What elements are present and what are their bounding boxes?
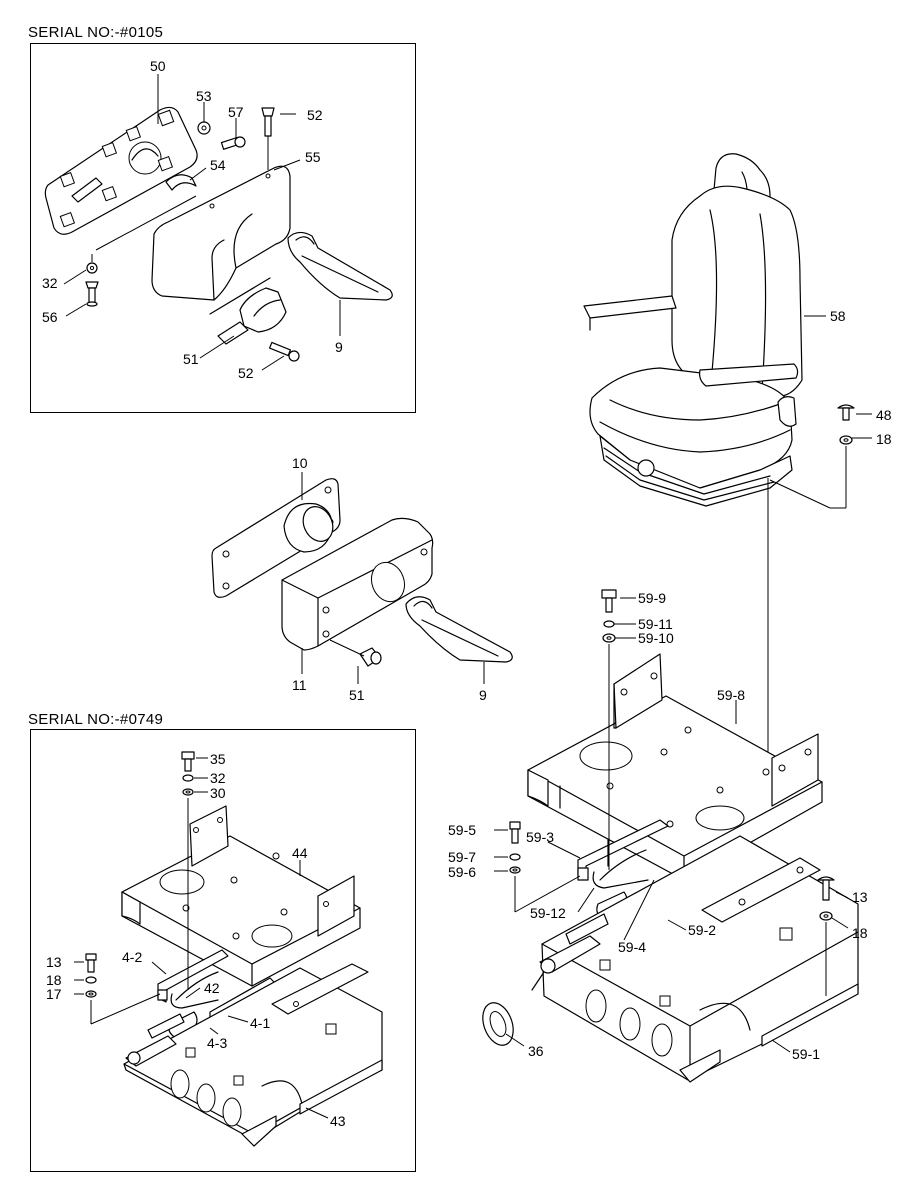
callout-30: 30 [210,785,226,801]
callout-13-left: 13 [46,954,62,970]
callout-59-3: 59-3 [526,829,554,845]
callout-11: 11 [292,677,307,693]
part-bottom-latch [125,1013,185,1067]
serial-label-bottom: SERIAL NO:-#0749 [28,711,164,728]
callout-9-middle: 9 [479,687,487,703]
callout-58: 58 [830,308,846,324]
part-59-11-washer [603,620,615,628]
callout-18-left: 18 [46,972,62,988]
callout-51-top: 51 [183,351,199,367]
callout-59-9: 59-9 [638,590,666,606]
part-59-10-nut [602,633,616,643]
callout-17: 17 [46,986,62,1002]
part-56-bolt [85,281,99,307]
part-59-3-slide-rail [577,819,669,881]
inset-frame-bottom [30,729,416,1172]
callout-4-1: 4-1 [250,1015,270,1031]
callout-10: 10 [292,455,308,471]
part-30-washer [182,788,194,796]
callout-42: 42 [204,980,220,996]
callout-36: 36 [528,1043,544,1059]
callout-59-10: 59-10 [638,630,674,646]
part-18-washer-seat [839,435,853,445]
callout-59-12: 59-12 [530,905,566,921]
callout-59-4: 59-4 [618,939,646,955]
callout-59-7: 59-7 [448,849,476,865]
callout-53: 53 [196,88,212,104]
part-32-washer-bottom [182,774,194,782]
part-59-6-washer [509,866,521,874]
leaders-base-right [494,597,849,1053]
part-59-5-bolt [509,821,521,844]
part-9-lever-top [287,231,393,301]
callout-59-6: 59-6 [448,864,476,880]
callout-32-top: 32 [42,275,58,291]
callout-52-top: 52 [307,107,323,123]
part-10-plate [211,478,341,598]
callout-51-middle: 51 [349,687,365,703]
callout-59-8: 59-8 [717,687,745,703]
part-54-switch-knob [165,174,197,191]
callout-48: 48 [876,407,892,423]
part-lock-latch [531,913,609,991]
callout-18-right: 18 [852,925,868,941]
callout-57: 57 [228,104,244,120]
part-52-screw-top [261,107,275,137]
callout-32-bottom: 32 [210,770,226,786]
part-48-bolt [837,404,855,421]
leaders-seat [767,315,872,770]
callout-4-2: 4-2 [122,949,142,965]
part-18-washer-right [819,911,833,921]
callout-59-11: 59-11 [638,616,673,632]
inset-frame-top [30,43,416,413]
part-13-bolt-right [817,876,835,901]
part-59-9-bolt [601,589,617,613]
part-59-8-top-plate [527,653,823,881]
callout-55: 55 [305,149,321,165]
part-51-nut-middle [359,647,382,667]
callout-50: 50 [150,58,166,74]
part-57-screw [220,136,246,150]
callout-18-seat: 18 [876,431,892,447]
part-52-screw-bottom [269,341,300,362]
callout-35: 35 [210,751,226,767]
callout-59-2: 59-2 [688,922,716,938]
part-36-grommet [482,1002,514,1046]
callout-59-1: 59-1 [792,1046,820,1062]
part-9-lever-middle [405,596,513,663]
part-18-washer-left [85,976,97,984]
leaders-top-inset [63,74,341,371]
part-35-bolt [181,751,195,772]
callout-4-3: 4-3 [207,1035,227,1051]
part-13-bolt-left [85,953,97,973]
part-53-washer [197,121,211,135]
part-50-switch-panel [44,106,198,235]
part-11-cover-box [281,517,434,651]
part-59-7-washer [509,853,521,861]
serial-label-top: SERIAL NO:-#0105 [28,24,164,41]
callout-56: 56 [42,309,58,325]
callout-44: 44 [292,845,308,861]
callout-9-top: 9 [335,339,343,355]
part-43-base-frame [123,963,383,1147]
callout-labels: 50 53 57 52 55 54 32 56 51 52 9 10 11 51… [42,58,892,1129]
part-44-top-plate [121,805,361,987]
callout-52-bottom: 52 [238,365,254,381]
callout-54: 54 [210,157,226,173]
part-32-washer-top [86,262,98,274]
part-17-washer [85,990,97,998]
part-55-cover [151,165,291,301]
callout-13-right: 13 [852,889,868,905]
callout-59-5: 59-5 [448,822,476,838]
part-58-seat [583,153,803,507]
leaders-bottom-inset [74,757,329,1119]
part-51-bracket-top [209,277,287,345]
leaders-middle [301,472,485,684]
part-59-1-base-frame [541,835,859,1083]
callout-43: 43 [330,1113,346,1129]
